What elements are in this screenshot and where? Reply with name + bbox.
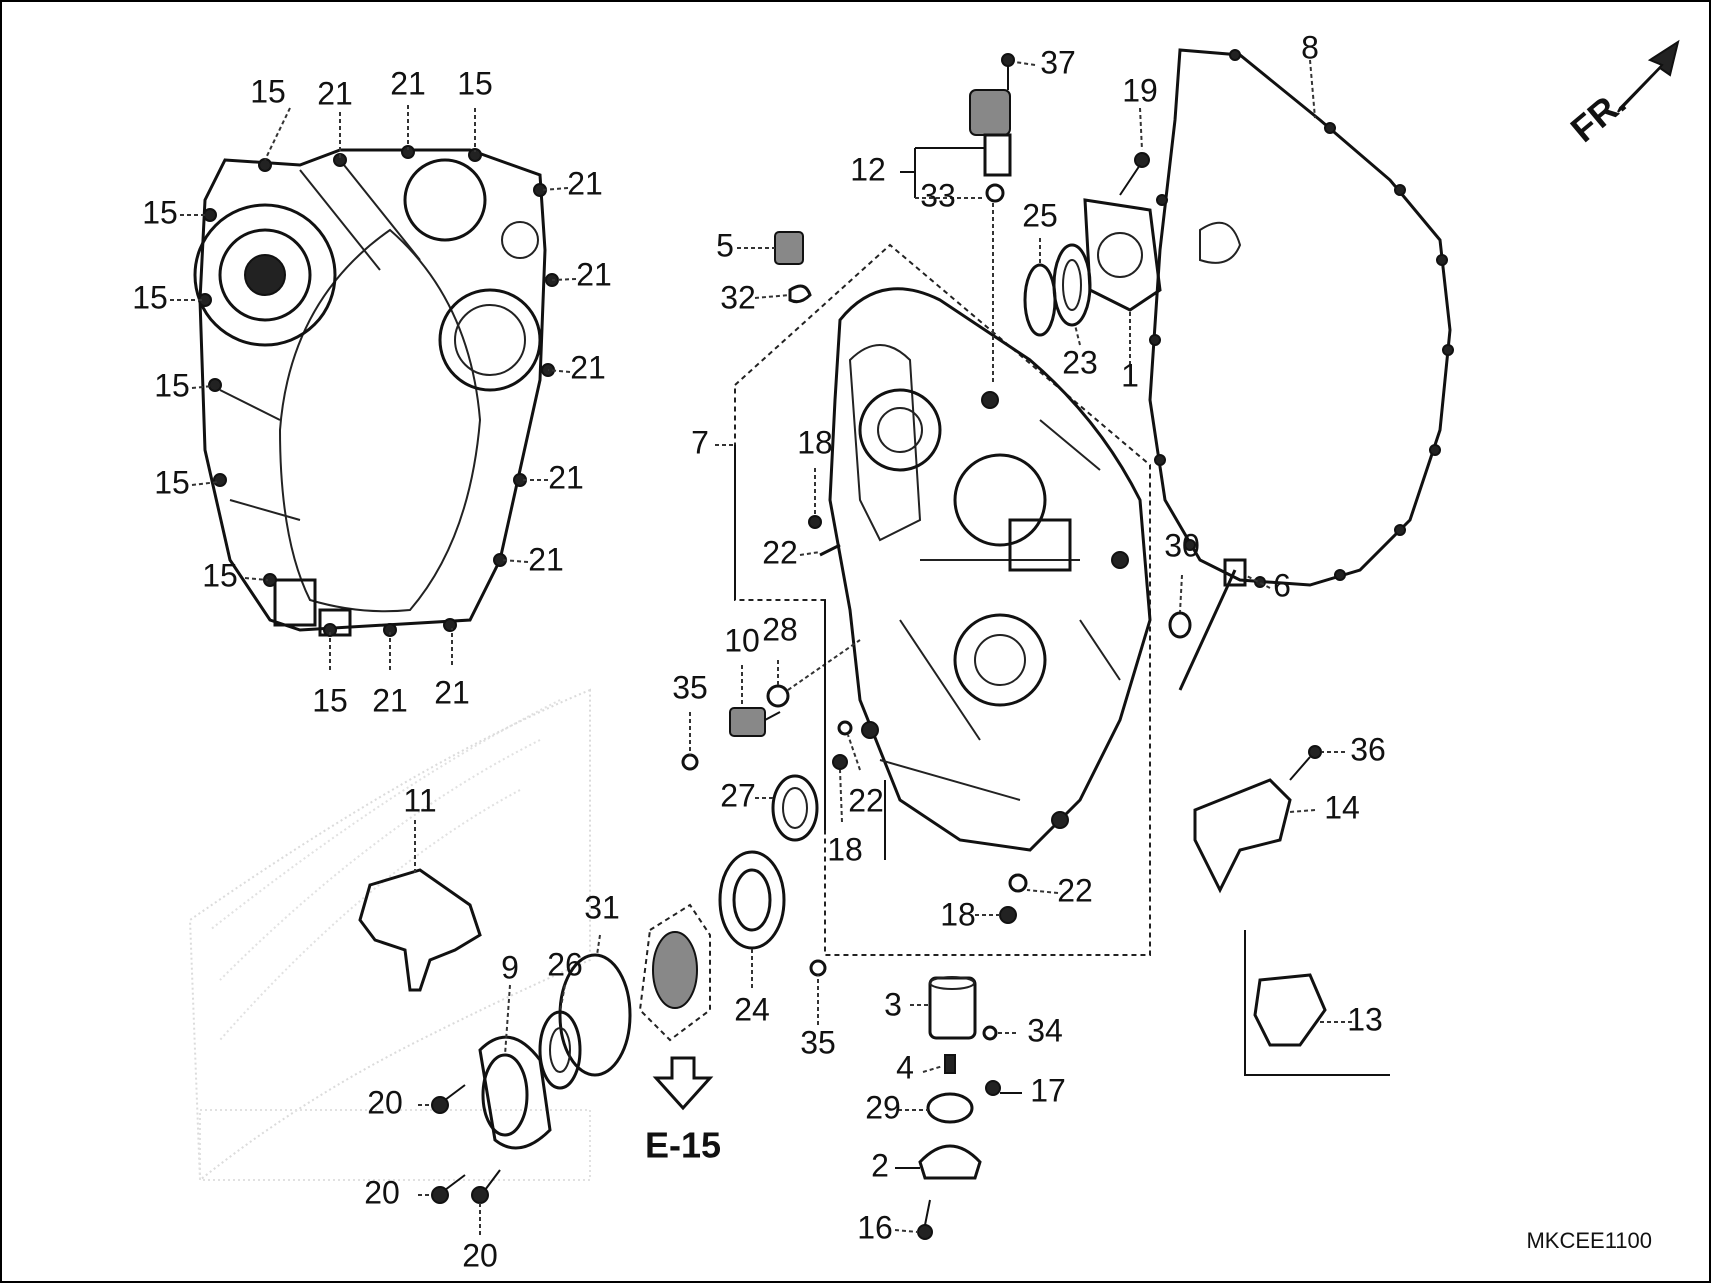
bearing-holder-group <box>1023 152 1162 337</box>
callout-20: 20 <box>364 1174 400 1210</box>
callout-21: 21 <box>434 674 470 710</box>
callout-21: 21 <box>528 541 564 577</box>
callout-21: 21 <box>372 682 408 718</box>
housing-bolt-holes <box>198 145 559 637</box>
callout-15: 15 <box>132 279 168 315</box>
callout-20: 20 <box>367 1084 403 1120</box>
callout-26: 26 <box>547 946 583 982</box>
leader-lines <box>170 59 1352 1235</box>
callout-2: 2 <box>871 1147 889 1183</box>
callout-21: 21 <box>317 75 353 111</box>
strainer-parts <box>917 976 1001 1240</box>
arrow-down-icon: E-15 <box>645 1056 721 1166</box>
callout-21: 21 <box>548 459 584 495</box>
callout-15: 15 <box>312 682 348 718</box>
callout-15: 15 <box>154 464 190 500</box>
wing-logo-watermark <box>188 688 591 1183</box>
callout-20: 20 <box>462 1237 498 1273</box>
gasket-tabs <box>1149 49 1454 588</box>
callout-36: 36 <box>1350 731 1386 767</box>
dipstick-6-30 <box>1168 558 1247 691</box>
callout-28: 28 <box>762 611 798 647</box>
callout-9: 9 <box>501 949 519 985</box>
callout-1: 1 <box>1121 357 1139 393</box>
callout-34: 34 <box>1027 1012 1063 1048</box>
callout-19: 19 <box>1122 72 1158 108</box>
callout-24: 24 <box>734 991 770 1027</box>
bolts-20 <box>431 1084 501 1204</box>
callout-18: 18 <box>827 831 863 867</box>
brackets-13-14 <box>1193 745 1390 1076</box>
bracket-11 <box>358 868 482 992</box>
callout-11: 11 <box>403 782 436 818</box>
callout-18: 18 <box>940 896 976 932</box>
callout-22: 22 <box>1057 872 1093 908</box>
callout-15: 15 <box>154 367 190 403</box>
callout-5: 5 <box>716 227 734 263</box>
callout-labels: 1 2 3 4 5 6 7 8 9 10 11 12 13 14 15 15 1… <box>132 29 1386 1273</box>
transmission-housing-left <box>193 145 559 637</box>
callout-29: 29 <box>865 1089 901 1125</box>
callout-6: 6 <box>1273 567 1291 603</box>
transmission-cover-main <box>734 243 1152 956</box>
callout-35: 35 <box>800 1024 836 1060</box>
callout-37: 37 <box>1040 44 1076 80</box>
callout-31: 31 <box>584 889 620 925</box>
callout-23: 23 <box>1062 344 1098 380</box>
callout-22: 22 <box>848 782 884 818</box>
seal-and-bearings <box>478 774 819 1150</box>
callout-21: 21 <box>567 165 603 201</box>
callout-7: 7 <box>691 424 709 460</box>
callout-25: 25 <box>1022 197 1058 233</box>
callout-21: 21 <box>570 349 606 385</box>
speed-sensor-assembly <box>969 53 1015 385</box>
callout-15: 15 <box>142 194 178 230</box>
callout-35: 35 <box>672 669 708 705</box>
callout-21: 21 <box>576 256 612 292</box>
callout-15: 15 <box>457 65 493 101</box>
cover-gasket <box>1148 48 1454 588</box>
callout-3: 3 <box>884 986 902 1022</box>
callout-12: 12 <box>850 151 886 187</box>
callout-22: 22 <box>762 534 798 570</box>
callout-18: 18 <box>797 424 833 460</box>
drawing-code: MKCEE1100 <box>1526 1228 1652 1253</box>
callout-32: 32 <box>720 279 756 315</box>
arrow-icon: FR. <box>1563 39 1680 150</box>
callout-10: 10 <box>724 622 760 658</box>
callout-33: 33 <box>920 177 956 213</box>
callout-21: 21 <box>390 65 426 101</box>
sensor-10-28-35 <box>681 639 861 977</box>
small-parts-5-32 <box>774 231 812 304</box>
callout-14: 14 <box>1324 789 1360 825</box>
callout-8: 8 <box>1301 29 1319 65</box>
callout-30: 30 <box>1164 527 1200 563</box>
callout-15: 15 <box>250 73 286 109</box>
callout-13: 13 <box>1347 1001 1383 1037</box>
orientation-label: FR. <box>1563 81 1634 150</box>
callout-17: 17 <box>1030 1072 1066 1108</box>
callout-4: 4 <box>896 1049 914 1085</box>
section-reference: E-15 <box>645 1125 721 1166</box>
callout-16: 16 <box>857 1209 893 1245</box>
callout-27: 27 <box>720 777 756 813</box>
callout-15: 15 <box>202 557 238 593</box>
